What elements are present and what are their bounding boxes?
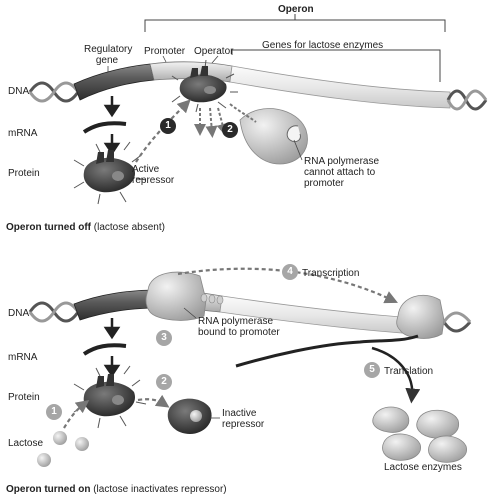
arrow-to-polymerase-top [229, 103, 257, 123]
dna-helix-left-top [28, 81, 80, 103]
mrna-strand-bottom [82, 343, 127, 356]
operon-bracket [144, 14, 446, 32]
pointer-rna-pol-top [293, 139, 303, 161]
operon-label: Operon [278, 4, 314, 15]
rna-polymerase-transcribing [396, 294, 445, 339]
dna-helix-right-top [446, 89, 488, 111]
lactose-enzymes [372, 406, 468, 463]
arrow-transcription [177, 267, 398, 304]
genes-bracket [231, 49, 441, 82]
active-repressor-label: Active repressor [132, 164, 175, 186]
inactive-repressor-label: Inactive repressor [222, 408, 265, 430]
rna-polymerase-top [239, 108, 308, 165]
arrow-mrna-to-protein [103, 134, 121, 156]
mrna-strand-top [82, 121, 127, 134]
arrow-step2-top [194, 107, 229, 138]
operator-bumps [200, 293, 224, 305]
step-4-bottom: 4 [282, 264, 298, 280]
arrow-gene-to-mrna [103, 96, 121, 118]
arrow-step1-bottom [63, 400, 90, 429]
rna-pol-cannot-attach-label: RNA polymerase cannot attach to promoter [304, 156, 380, 189]
transcription-label: Transcription [302, 268, 360, 279]
lactose-molecules [37, 431, 89, 467]
active-repressor-protein [73, 141, 147, 205]
repressor-on-operator [171, 59, 238, 113]
protein-label-bottom: Protein [8, 392, 40, 403]
regulatory-gene-segment-top [73, 63, 155, 101]
mrna-label-bottom: mRNA [8, 352, 38, 363]
step-1-bottom: 1 [46, 404, 62, 420]
caption-bottom-rest: (lactose inactivates repressor) [90, 484, 227, 495]
operator-label: Operator [194, 46, 234, 57]
rna-polymerase-bound [145, 271, 207, 321]
translation-label: Translation [384, 366, 434, 377]
dna-helix-left-bottom [28, 301, 80, 323]
active-repressor-bottom [73, 365, 147, 429]
step-3-bottom: 3 [156, 330, 172, 346]
arrow-gene-to-mrna-bottom [103, 318, 121, 340]
caption-top-bold: Operon turned off [6, 222, 91, 233]
dna-label-bottom: DNA [8, 308, 30, 319]
caption-top: Operon turned off (lactose absent) [6, 222, 165, 234]
rna-pol-bound-label: RNA polymerase bound to promoter [198, 316, 280, 338]
genes-segment-top [229, 65, 451, 109]
genes-label: Genes for lactose enzymes [262, 40, 384, 51]
regulatory-gene-label: Regulatory gene [84, 44, 133, 66]
lactose-enzymes-label: Lactose enzymes [384, 462, 462, 473]
regulatory-gene-segment-bottom [73, 289, 157, 321]
dna-label-top: DNA [8, 86, 30, 97]
protein-label-top: Protein [8, 168, 40, 179]
step-2-top: 2 [222, 122, 238, 138]
inactive-repressor [167, 398, 212, 434]
mrna-transcript-bottom [235, 334, 419, 368]
mrna-label-top: mRNA [8, 128, 38, 139]
arrow-step1-top [135, 99, 191, 163]
caption-bottom: Operon turned on (lactose inactivates re… [6, 484, 227, 496]
pointer-rna-pol-bound [183, 307, 197, 319]
step-5-bottom: 5 [364, 362, 380, 378]
arrow-step2-bottom [137, 394, 170, 408]
caption-top-rest: (lactose absent) [91, 222, 165, 233]
step-1-top: 1 [160, 118, 176, 134]
arrow-mrna-to-protein-bottom [103, 356, 121, 378]
caption-bottom-bold: Operon turned on [6, 484, 91, 495]
arrow-translation [371, 346, 421, 404]
lactose-label: Lactose [8, 438, 44, 449]
promoter-label: Promoter [144, 46, 186, 57]
step-2-bottom: 2 [156, 374, 172, 390]
